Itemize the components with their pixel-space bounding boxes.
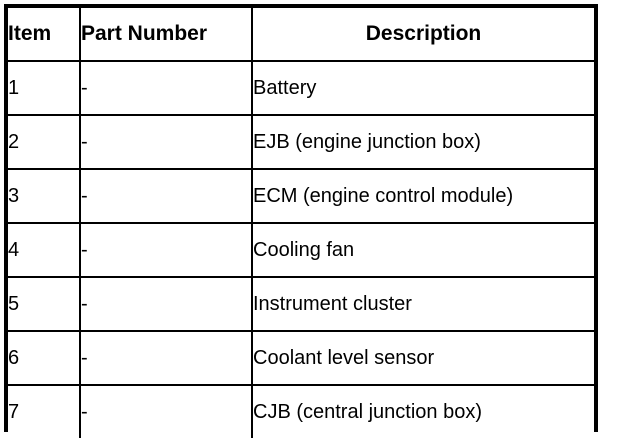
cell-part-number: - xyxy=(80,223,253,278)
cell-part-number: - xyxy=(80,277,253,332)
table-header: Item Part Number Description xyxy=(8,8,594,62)
cell-description: ECM (engine control module) xyxy=(252,169,594,224)
table-row: 4 - Cooling fan xyxy=(8,223,594,278)
cell-part-number: - xyxy=(80,385,253,438)
cell-description: Cooling fan xyxy=(252,223,594,278)
cell-part-number: - xyxy=(80,169,253,224)
cell-part-number: - xyxy=(80,61,253,116)
parts-legend-table: Item Part Number Description 1 - Battery… xyxy=(8,8,594,438)
table-header-row: Item Part Number Description xyxy=(8,8,594,62)
cell-item: 7 xyxy=(8,385,81,438)
cell-description: Battery xyxy=(252,61,594,116)
column-header-description: Description xyxy=(252,8,594,62)
table-row: 3 - ECM (engine control module) xyxy=(8,169,594,224)
cell-item: 1 xyxy=(8,61,81,116)
cell-item: 5 xyxy=(8,277,81,332)
table-row: 6 - Coolant level sensor xyxy=(8,331,594,386)
cell-description: EJB (engine junction box) xyxy=(252,115,594,170)
cell-item: 3 xyxy=(8,169,81,224)
cell-part-number: - xyxy=(80,115,253,170)
table-row: 1 - Battery xyxy=(8,61,594,116)
cell-item: 6 xyxy=(8,331,81,386)
column-header-part-number: Part Number xyxy=(80,8,253,62)
cell-item: 2 xyxy=(8,115,81,170)
table-row: 7 - CJB (central junction box) xyxy=(8,385,594,438)
cell-description: Instrument cluster xyxy=(252,277,594,332)
table-body: 1 - Battery 2 - EJB (engine junction box… xyxy=(8,61,594,438)
table-row: 5 - Instrument cluster xyxy=(8,277,594,332)
column-header-item: Item xyxy=(8,8,81,62)
parts-table-container: Item Part Number Description 1 - Battery… xyxy=(4,4,598,438)
cell-description: Coolant level sensor xyxy=(252,331,594,386)
cell-item: 4 xyxy=(8,223,81,278)
cell-part-number: - xyxy=(80,331,253,386)
cell-description: CJB (central junction box) xyxy=(252,385,594,438)
table-row: 2 - EJB (engine junction box) xyxy=(8,115,594,170)
